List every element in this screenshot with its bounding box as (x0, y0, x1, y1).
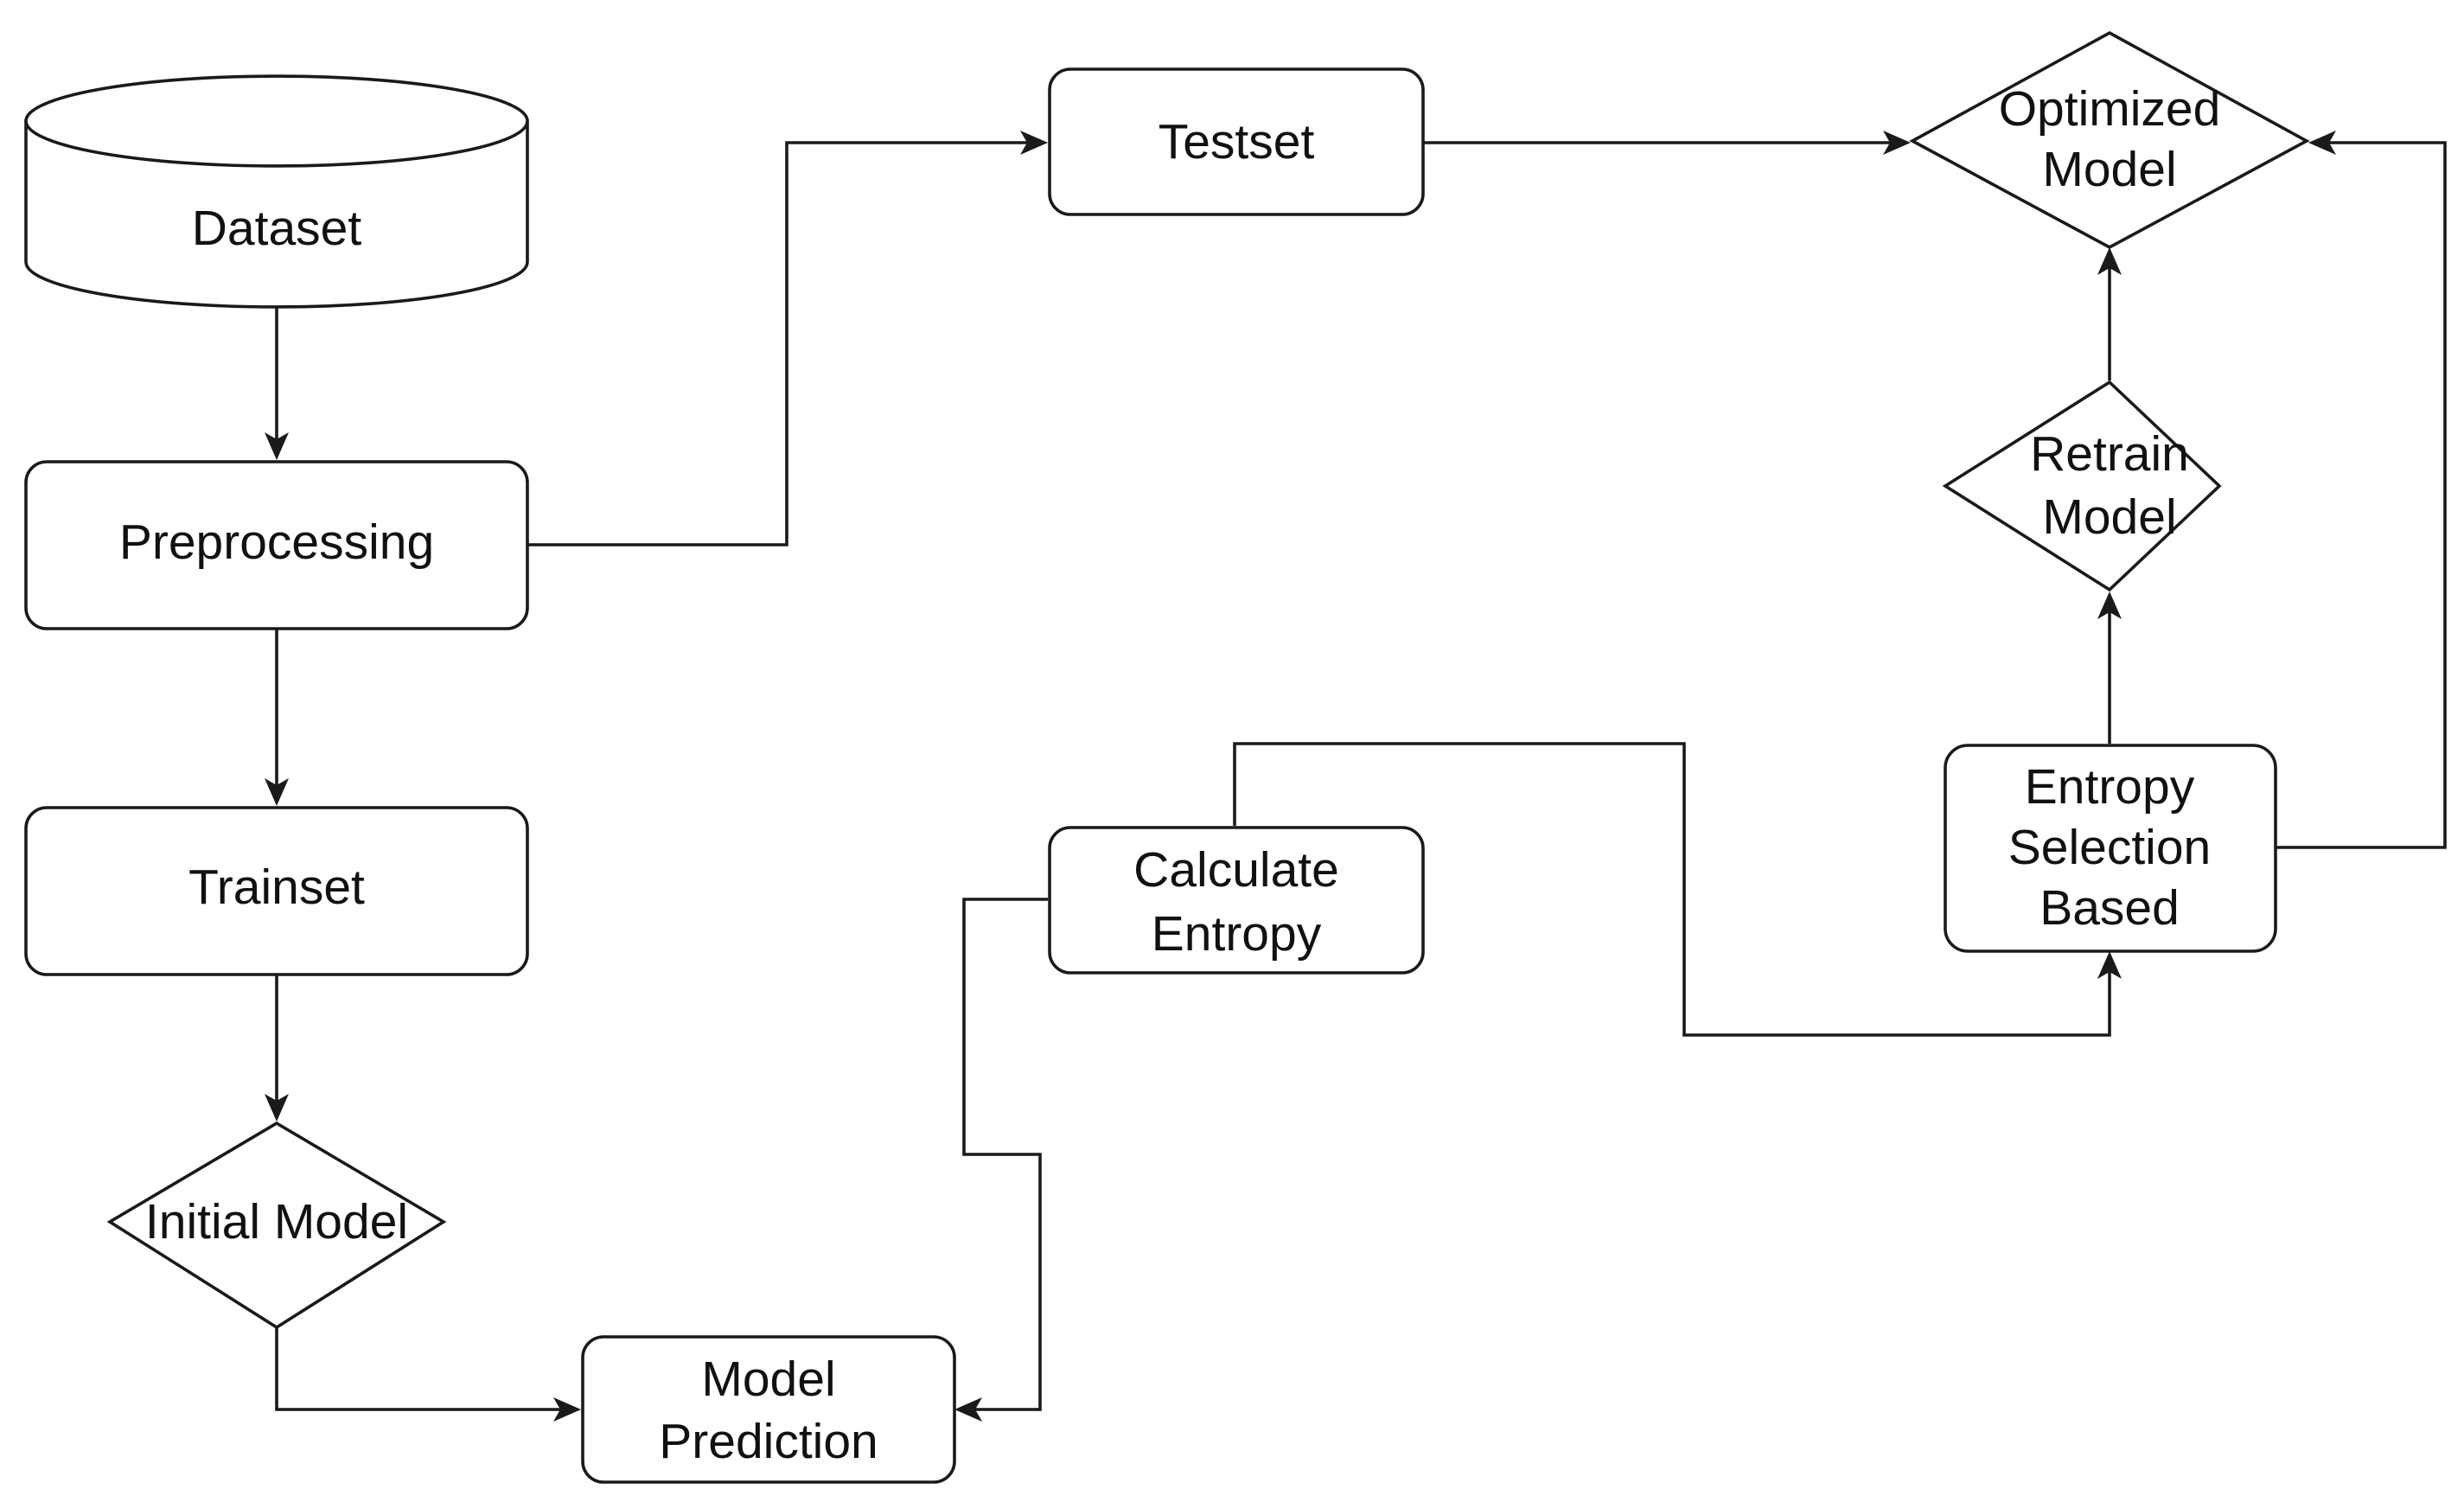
edges (265, 131, 2447, 1422)
calculate-entropy-label-line-1: Calculate (1133, 842, 1339, 898)
node-retrain-model: Retrain Model (1942, 380, 2222, 592)
node-trainset: Trainset (24, 806, 529, 976)
model-prediction-label-line-1: Model (701, 1352, 835, 1407)
node-model-prediction: Model Prediction (581, 1335, 956, 1484)
optimized-model-label-line-1: Optimized (1999, 81, 2221, 137)
edge-calculate-entropy-to-model-prediction (954, 898, 1048, 1422)
testset-label: Testset (1159, 114, 1315, 169)
edge-preprocessing-to-testset (527, 131, 1048, 546)
optimized-model-label-line-2: Model (2042, 142, 2176, 197)
node-dataset: Dataset (24, 74, 529, 309)
edge-dataset-to-preprocessing (265, 307, 289, 460)
entropy-selection-label-line-1: Entropy (2025, 759, 2195, 815)
node-testset: Testset (1048, 67, 1425, 216)
edge-retrain-model-to-optimized-model (2097, 247, 2122, 380)
edge-entropy-selection-to-retrain-model (2097, 591, 2122, 744)
edge-calculate-entropy-to-entropy-selection (1233, 742, 2122, 1037)
model-prediction-label-line-2: Prediction (659, 1414, 878, 1469)
retrain-model-label-line-2: Model (2042, 489, 2176, 545)
node-entropy-selection: Entropy Selection Based (1944, 744, 2277, 953)
entropy-selection-label-line-3: Based (2040, 880, 2180, 936)
edge-entropy-selection-to-optimized-model (2276, 131, 2447, 849)
retrain-model-label-line-1: Retrain (2030, 426, 2189, 482)
node-optimized-model: Optimized Model (1909, 30, 2310, 250)
preprocessing-label: Preprocessing (119, 515, 434, 570)
node-initial-model: Initial Model (106, 1121, 447, 1330)
edge-initial-model-to-model-prediction (275, 1327, 581, 1422)
edge-preprocessing-to-trainset (265, 629, 289, 806)
dataset-cylinder-shape (24, 74, 529, 309)
node-preprocessing: Preprocessing (24, 460, 529, 630)
dataset-label: Dataset (192, 201, 362, 256)
edge-trainset-to-initial-model (265, 975, 289, 1122)
node-calculate-entropy: Calculate Entropy (1048, 826, 1425, 975)
initial-model-label: Initial Model (145, 1194, 408, 1250)
trainset-label: Trainset (188, 860, 365, 915)
calculate-entropy-label-line-2: Entropy (1152, 906, 1322, 962)
edge-testset-to-optimized-model (1423, 131, 1911, 155)
entropy-selection-label-line-2: Selection (2008, 820, 2212, 875)
